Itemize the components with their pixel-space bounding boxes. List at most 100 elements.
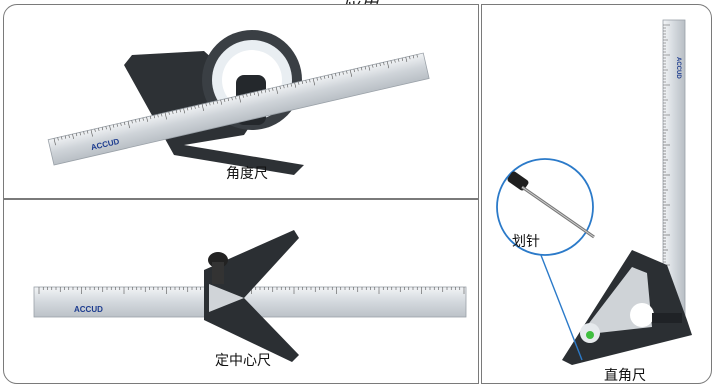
ruler-tick [94, 128, 96, 132]
ruler-tick [112, 124, 115, 128]
ruler-tick [75, 133, 78, 137]
panel-protractor: ACCUD 角度尺 [3, 4, 479, 199]
ruler-tick [286, 84, 289, 88]
ruler-tick [242, 94, 244, 98]
ruler-tick [316, 77, 318, 81]
ruler-tick [372, 64, 374, 68]
ruler-tick [261, 90, 263, 94]
brand-logo: ACCUD [74, 305, 103, 314]
ruler-tick [183, 108, 186, 114]
ruler-tick [298, 81, 300, 85]
ruler-tick [405, 57, 408, 63]
ruler-tick [227, 98, 229, 102]
ruler-tick [379, 63, 381, 67]
ruler-tick [224, 98, 226, 102]
ruler-tick [135, 119, 137, 123]
ruler-tick [238, 95, 241, 103]
ruler-tick [131, 120, 133, 124]
ruler-tick [172, 110, 174, 114]
ruler-tick [412, 55, 415, 59]
ruler-tick [361, 67, 363, 71]
ruler-tick [301, 80, 304, 85]
ruler-tick [353, 69, 355, 73]
ruler-tick [272, 87, 274, 91]
ruler-tick [375, 63, 378, 67]
ruler-tick [268, 88, 270, 92]
ruler-tick [253, 92, 255, 96]
ruler-tick [209, 102, 211, 106]
scriber-tool [507, 171, 595, 239]
ruler-tick [386, 61, 390, 69]
ruler-tick [312, 78, 316, 86]
ruler-tick [235, 96, 237, 100]
ruler-tick [194, 105, 196, 109]
ruler-tick [275, 86, 279, 94]
ruler-tick [246, 93, 248, 97]
ruler-tick [264, 89, 267, 93]
ruler-tick [401, 57, 404, 61]
ruler-tick [138, 118, 141, 122]
ruler-tick [290, 83, 292, 87]
ruler-tick [331, 74, 334, 80]
ruler-tick [68, 134, 70, 138]
caption-scriber: 划针 [512, 234, 540, 250]
ruler-tick [342, 71, 344, 75]
ruler-tick [390, 60, 392, 64]
ruler-tick [57, 137, 59, 141]
ruler-tick [394, 59, 396, 63]
ruler-tick [349, 69, 353, 77]
ruler-tick [175, 110, 178, 114]
caption-square: 直角尺 [604, 368, 646, 384]
ruler-tick [368, 65, 371, 71]
ruler-tick [83, 131, 85, 135]
ruler-tick [142, 117, 144, 121]
ruler-tick [53, 138, 56, 146]
ruler-tick [64, 135, 67, 139]
ruler-tick [220, 99, 223, 105]
ruler-tick [120, 122, 122, 126]
ruler-tick [105, 126, 107, 130]
ruler-tick [98, 127, 100, 132]
ruler-tick [383, 62, 385, 66]
protractor-steel-ruler: ACCUD [47, 52, 430, 166]
ruler-tick [161, 113, 163, 117]
ruler-tick [146, 116, 148, 122]
ruler-tick [186, 107, 189, 111]
ruler-tick [190, 106, 192, 110]
ruler-tick [109, 125, 111, 131]
ruler-tick [338, 72, 341, 76]
ruler-tick [153, 115, 155, 119]
ruler-tick [101, 127, 104, 131]
ruler-tick [87, 130, 89, 134]
center-head-ruler-photo: ACCUD [33, 230, 467, 362]
callout-pointer-line [536, 244, 583, 361]
ruler-tick [346, 70, 348, 74]
ruler-tick [72, 133, 74, 139]
ruler-tick [231, 97, 233, 101]
ruler-tick [249, 92, 252, 97]
panel-square: ACCUD 划针 直角尺 [481, 4, 712, 384]
ruler-tick [398, 58, 400, 62]
brand-logo: ACCUD [675, 57, 681, 79]
ruler-tick [168, 111, 170, 115]
ruler-tick [309, 79, 311, 83]
ruler-tick [124, 122, 126, 126]
center-head-arms [204, 230, 299, 362]
ruler-tick [149, 116, 152, 120]
caption-protractor: 角度尺 [226, 166, 268, 182]
ruler-tick [364, 66, 366, 70]
ruler-tick [201, 104, 204, 112]
ruler-tick [212, 101, 215, 105]
square-ruler-photo: ACCUD [496, 19, 692, 365]
ruler-tick [257, 91, 260, 97]
ruler-tick [335, 73, 337, 77]
ruler-tick [279, 86, 281, 90]
ruler-tick [323, 75, 326, 79]
ruler-tick [198, 104, 200, 108]
ruler-tick [216, 100, 218, 104]
ruler-tick [164, 112, 167, 120]
ruler-tick [283, 85, 285, 89]
ruler-tick [157, 114, 159, 118]
square-locking-screw [652, 313, 682, 323]
ruler-tick [127, 121, 130, 129]
